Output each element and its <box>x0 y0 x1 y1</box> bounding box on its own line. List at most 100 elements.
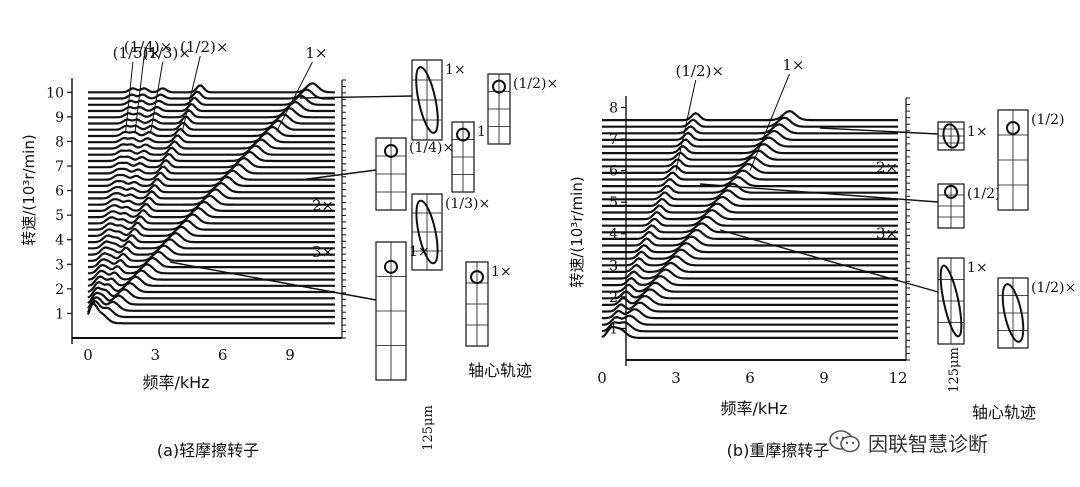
x-tick-label: 3 <box>151 346 161 364</box>
orbit-label: (1/2) <box>1031 112 1064 128</box>
spectrum-trace <box>602 215 898 227</box>
spectrum-trace <box>88 244 335 256</box>
y-tick-label: 3 <box>609 258 618 274</box>
y-tick-label: 5 <box>55 208 64 224</box>
spectrum-trace <box>88 182 335 194</box>
x-tick-label: 6 <box>218 346 228 364</box>
y-tick-label: 5 <box>609 195 618 211</box>
y-tick-label: 1 <box>55 306 64 322</box>
orbit-inset: (1/2)× <box>487 73 558 145</box>
spectrum-trace <box>601 321 898 333</box>
spectrum-trace <box>88 207 335 219</box>
y-tick-label: 9 <box>55 110 64 126</box>
orbit-inset: 1× <box>465 261 512 347</box>
spectrum-trace <box>602 222 898 234</box>
spectrum-trace <box>87 300 335 319</box>
panel-b-orbit-title: 轴心轨迹 <box>972 403 1036 422</box>
spectrum-trace <box>87 296 335 312</box>
orbit-label: (1/2)× <box>1031 280 1076 296</box>
panel-a-orbit-insets: 1×(1/4)×(1/3)×1×1×(1/2)×1× <box>169 59 558 381</box>
y-tick-label: 7 <box>55 159 64 175</box>
y-tick-label: 6 <box>609 164 618 180</box>
spectrum-trace <box>88 176 335 188</box>
panel-a-scale-label: 125μm <box>421 405 436 451</box>
watermark-text: 因联智慧诊断 <box>868 431 988 456</box>
spectrum-trace <box>87 263 335 275</box>
orbit-inset: 1× <box>937 257 988 345</box>
order-label: 1× <box>305 44 327 62</box>
orbit-circle <box>492 79 506 94</box>
order-leader-line <box>749 73 790 171</box>
spectrum-trace <box>88 150 335 163</box>
order-label: (1/5)× <box>113 44 161 62</box>
orbit-loop <box>939 264 963 338</box>
spectrum-trace <box>88 107 335 119</box>
spectrum-trace <box>87 269 335 281</box>
x-tick-label: 9 <box>819 369 829 387</box>
y-tick-label: 8 <box>55 134 64 150</box>
orbit-inset: 1× <box>937 121 988 151</box>
orbit-label: (1/4)× <box>409 140 454 156</box>
x-tick-label: 9 <box>285 346 295 364</box>
spectrum-trace <box>88 132 335 144</box>
harmonic-label: 3× <box>312 243 334 261</box>
y-tick-label: 4 <box>609 227 618 243</box>
harmonic-label: 2× <box>312 196 334 214</box>
panel-b-order-lines: (1/2)×1×2×3× <box>675 56 898 243</box>
watermark: 因联智慧诊断 <box>828 424 1068 460</box>
orbit-inset: 1× <box>375 241 430 381</box>
orbit-leader-line <box>719 229 939 293</box>
spectrum-trace <box>88 213 335 225</box>
spectrum-trace <box>602 261 898 274</box>
panel-b-scale-label: 125μm <box>947 347 962 393</box>
spectrum-trace <box>86 302 335 325</box>
panel-b-caption: (b)重摩擦转子 <box>727 441 830 460</box>
y-tick-label: 1 <box>609 321 618 337</box>
orbit-inset: 1× <box>411 59 466 141</box>
x-tick-label: 12 <box>888 369 907 387</box>
orbit-inset: (1/3)× <box>411 193 490 271</box>
harmonic-label: 3× <box>876 225 898 243</box>
order-leader-line <box>134 55 145 132</box>
spectrum-trace <box>88 232 335 244</box>
spectrum-trace <box>88 144 335 156</box>
orbit-circle <box>1006 121 1020 135</box>
order-leader-line <box>125 61 134 132</box>
orbit-circle <box>456 127 470 142</box>
spectrum-trace <box>88 188 335 200</box>
orbit-label: (1/3)× <box>445 196 490 212</box>
spectrum-trace <box>602 109 898 122</box>
spectrum-trace <box>602 136 898 148</box>
spectrum-trace <box>602 195 898 207</box>
spectrum-trace <box>602 281 898 293</box>
orbit-label: (1/2)× <box>513 76 558 92</box>
panel-b-orbit-insets: 1×(1/2)×1×(1/2)(1/2)× <box>699 109 1076 349</box>
y-tick-label: 2 <box>609 290 618 306</box>
orbit-circle <box>384 259 398 274</box>
orbit-label: 1× <box>491 264 512 280</box>
spectrum-trace <box>602 116 898 128</box>
spectrum-trace <box>601 314 898 326</box>
spectrum-trace <box>602 268 898 280</box>
orbit-loop <box>942 123 960 149</box>
spectrum-trace <box>602 241 898 254</box>
spectrum-trace <box>88 250 335 262</box>
x-tick-label: 3 <box>671 369 681 387</box>
spectrum-trace <box>602 209 898 221</box>
spectrum-trace <box>602 149 898 161</box>
spectrum-trace <box>602 255 898 267</box>
wechat-icon <box>829 430 860 453</box>
order-leader-line <box>150 61 164 132</box>
y-tick-label: 6 <box>55 184 64 200</box>
y-tick-label: 8 <box>609 100 618 116</box>
spectrum-trace <box>602 235 898 247</box>
spectrum-trace <box>602 202 898 214</box>
panel-b-xlabel: 频率/kHz <box>720 399 787 418</box>
panel-b-ylabel: 转速/(10³r/min) <box>568 176 586 287</box>
spectrum-trace <box>602 156 898 168</box>
order-label: 1× <box>782 56 804 74</box>
spectrum-trace <box>602 275 898 287</box>
